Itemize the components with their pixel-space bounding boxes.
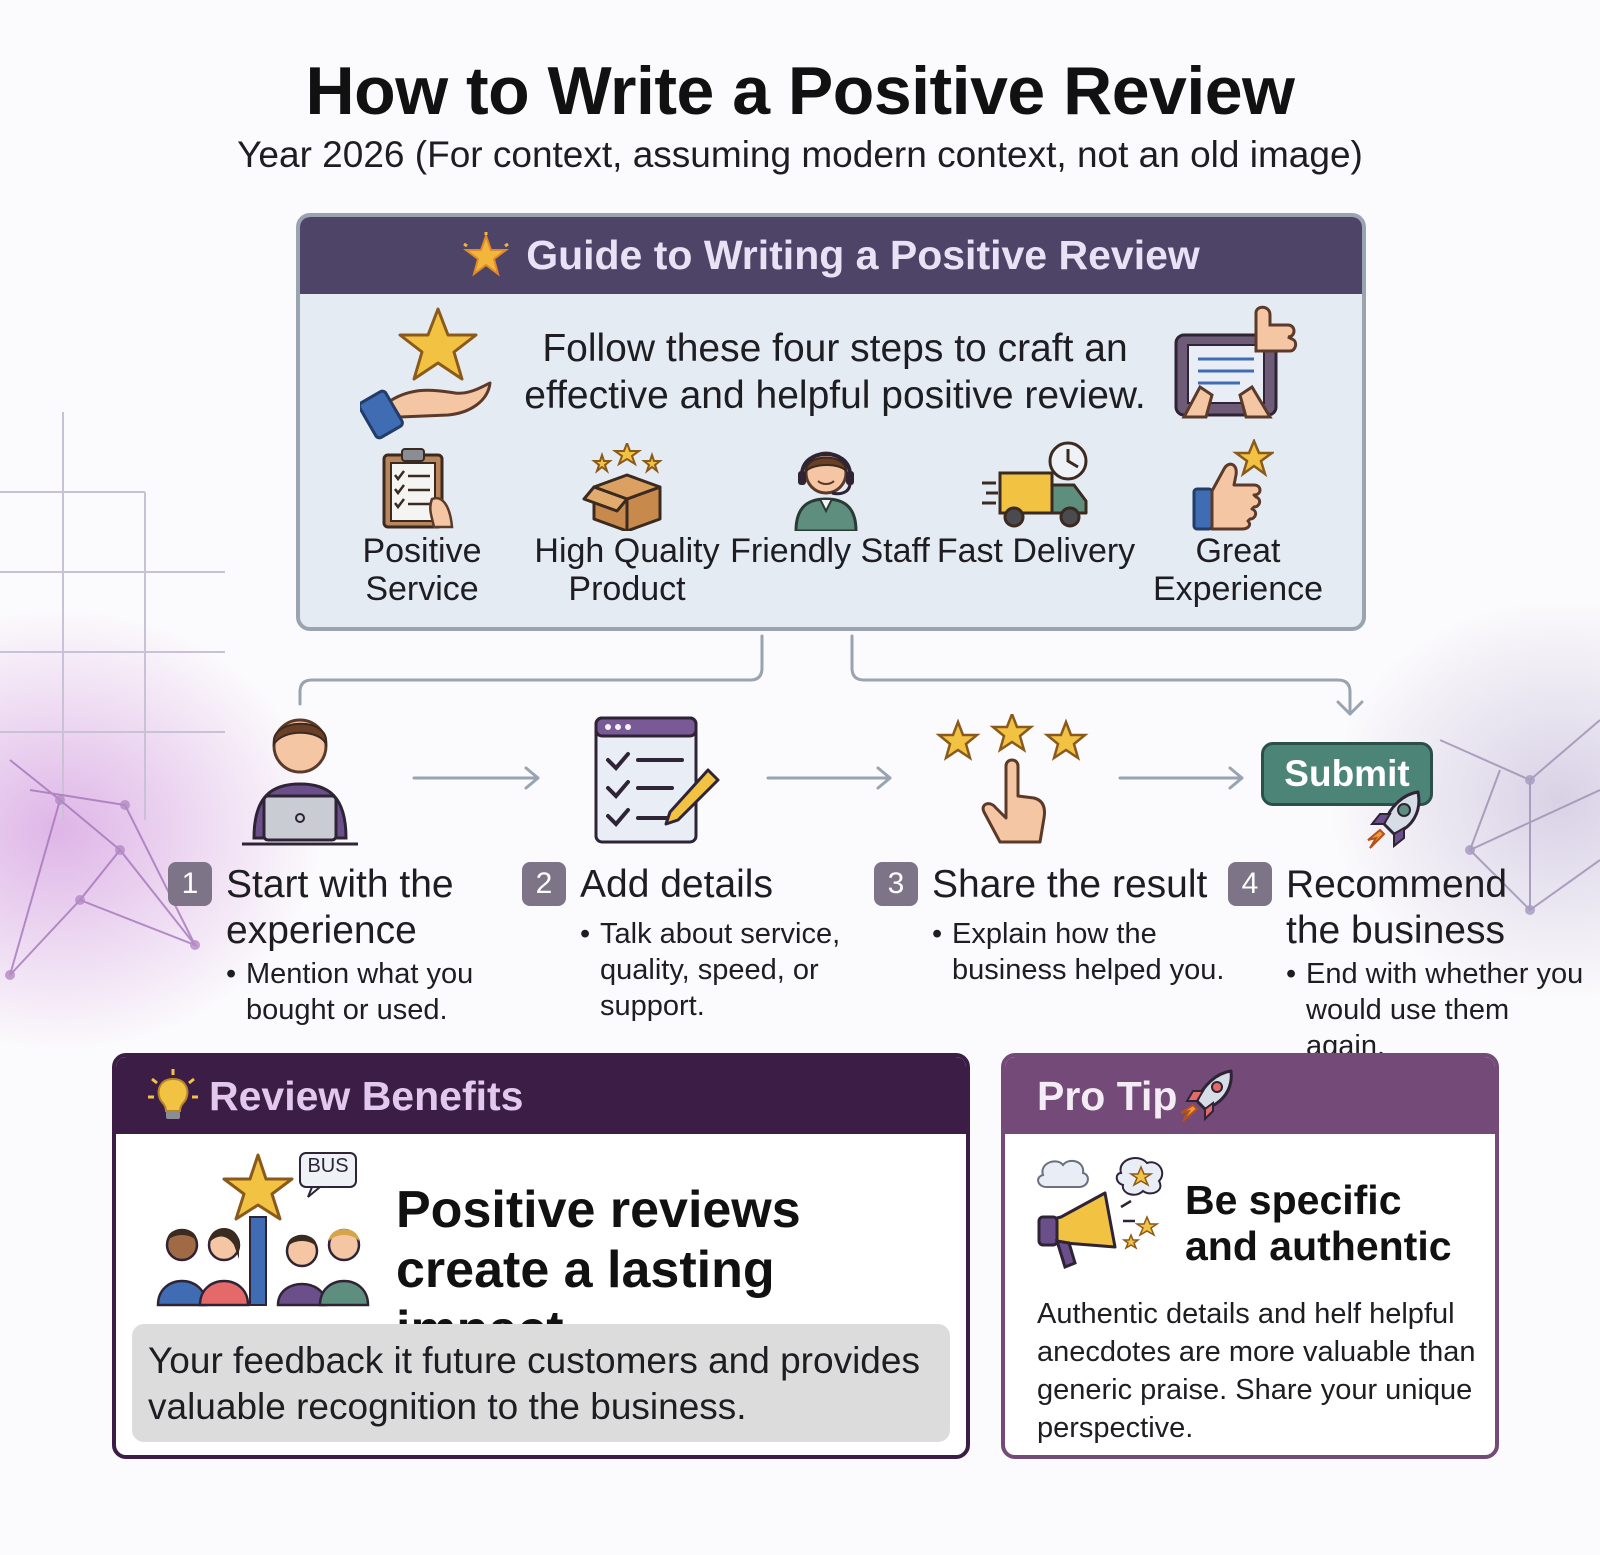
protip-title: Pro Tip — [1037, 1073, 1178, 1119]
tablet-thumbs-up-icon — [1174, 305, 1298, 419]
step-1-title: Start with the experience — [226, 863, 454, 952]
bus-bubble-label: BUS — [307, 1155, 349, 1177]
category-friendly-staff: Friendly Staff — [730, 532, 930, 570]
rocket-icon — [1180, 1069, 1233, 1122]
guide-header: Guide to Writing a Positive Review — [300, 217, 1362, 294]
step-3-bullet: Explain how the business helped you. — [932, 916, 1242, 988]
category-positive-service: Positive Service — [362, 532, 482, 608]
submit-button[interactable]: Submit — [1261, 742, 1433, 806]
step-4-title: Recommend the business — [1286, 863, 1508, 952]
page-subtitle: Year 2026 (For context, assuming modern … — [237, 134, 1363, 175]
category-high-quality-product: High Quality Product — [534, 532, 720, 608]
benefits-feedback: Your feedback it future customers and pr… — [132, 1324, 950, 1442]
sparkle-star-icon — [463, 231, 510, 277]
guide-panel: Guide to Writing a Positive Review Follo… — [296, 213, 1366, 631]
protip-body: Authentic details and helf helpful anecd… — [1037, 1298, 1476, 1444]
delivery-truck-icon — [982, 441, 1088, 528]
benefits-title: Review Benefits — [209, 1073, 524, 1119]
step-4-bullet: End with whether you would use them agai… — [1286, 956, 1596, 1064]
protip-panel: Pro Tip Be specific and authentic Authen… — [1001, 1053, 1499, 1459]
category-fast-delivery: Fast Delivery — [936, 532, 1136, 570]
step-3-title: Share the result — [932, 863, 1208, 906]
guide-intro: Follow these four steps to craft an effe… — [524, 327, 1146, 417]
community-star-icon — [156, 1152, 370, 1307]
page-title: How to Write a Positive Review — [305, 53, 1295, 129]
benefits-header — [116, 1057, 966, 1134]
step-2-bullet: Talk about service, quality, speed, or s… — [580, 916, 860, 1024]
clipboard-checklist-icon — [382, 448, 454, 529]
step-1-bullet: Mention what you bought or used. — [226, 956, 496, 1028]
megaphone-icon — [1037, 1157, 1164, 1269]
hand-tapping-stars-icon — [935, 714, 1089, 844]
protip-headline: Be specific and authentic — [1185, 1177, 1452, 1269]
step-1-badge: 1 — [168, 862, 212, 906]
benefits-headline: Positive reviews create a lasting impact… — [396, 1181, 801, 1359]
step-2-title: Add details — [580, 863, 773, 906]
support-agent-icon — [794, 451, 858, 531]
guide-title: Guide to Writing a Positive Review — [526, 232, 1200, 278]
checklist-pencil-icon — [594, 716, 720, 844]
step-4-badge: 4 — [1228, 862, 1272, 906]
step-3-badge: 3 — [874, 862, 918, 906]
benefits-panel: Review Benefits BUS Positive reviews cre… — [112, 1053, 970, 1459]
lightbulb-icon — [148, 1069, 198, 1119]
category-great-experience: Great Experience — [1152, 532, 1324, 608]
thumbs-up-star-icon — [1192, 439, 1274, 531]
hand-star-icon — [360, 307, 492, 440]
person-laptop-icon — [242, 718, 358, 846]
rocket-icon — [1367, 790, 1421, 849]
step-2-badge: 2 — [522, 862, 566, 906]
box-stars-icon — [582, 443, 663, 531]
protip-header — [1005, 1057, 1495, 1134]
